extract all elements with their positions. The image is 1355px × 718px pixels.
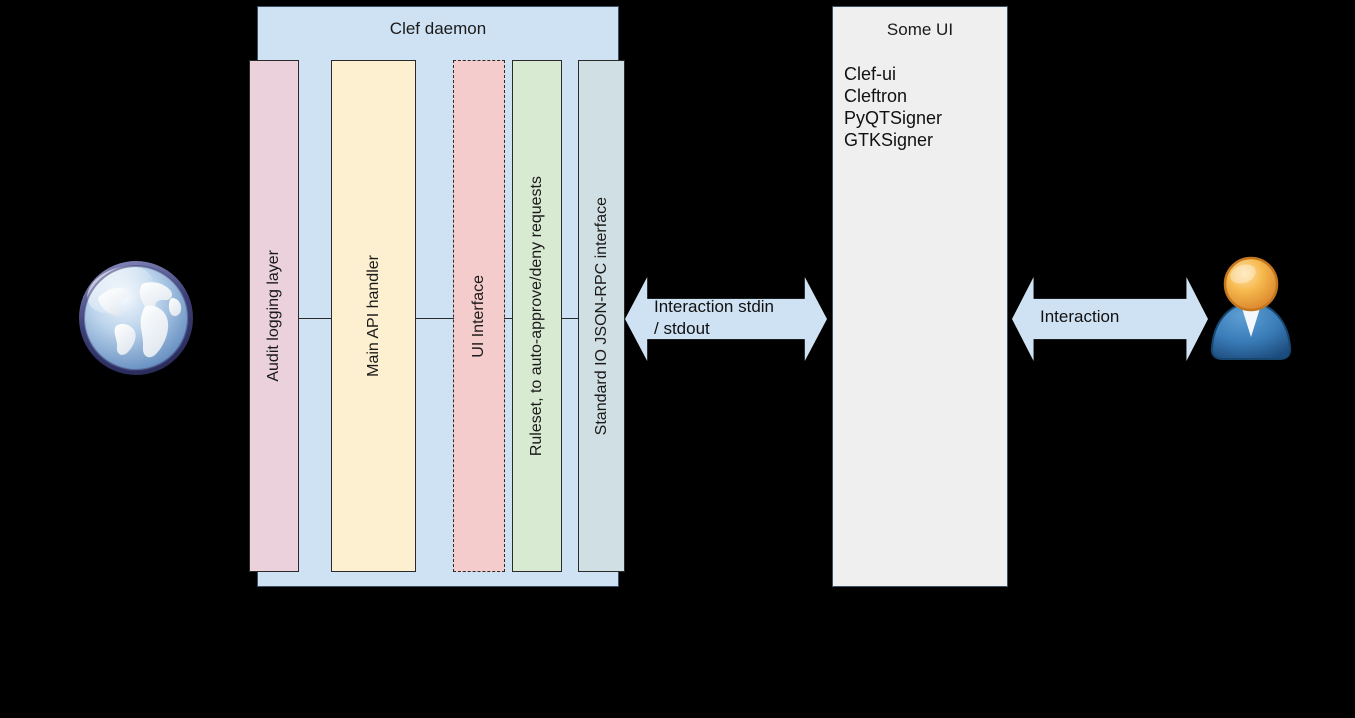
column-label-ruleset: Ruleset, to auto-approve/deny requests (528, 175, 545, 457)
connector-line-ui-interface-to-ruleset (504, 318, 513, 319)
stdio-arrow-label: Interaction stdin / stdout (654, 297, 775, 338)
column-main-api-handler[interactable]: Main API handler (331, 60, 416, 572)
clef-daemon-box (257, 6, 619, 587)
column-ruleset[interactable]: Ruleset, to auto-approve/deny requests (512, 60, 562, 572)
interaction-arrow-label: Interaction (1040, 307, 1120, 326)
some-ui-list: Clef-ui Cleftron PyQTSigner GTKSigner (844, 63, 942, 151)
some-ui-panel-title: Some UI (886, 20, 954, 39)
list-item: Cleftron (844, 86, 908, 106)
user-icon (1208, 253, 1294, 363)
list-item: GTKSigner (844, 130, 934, 150)
column-label-audit-logging-layer: Audit logging layer (265, 250, 282, 382)
connector-line-audit-to-api (299, 318, 332, 319)
column-standard-io-jsonrpc[interactable]: Standard IO JSON-RPC interface (578, 60, 625, 572)
column-ui-interface[interactable]: UI Interface (453, 60, 505, 572)
column-label-ui-interface: UI Interface (470, 274, 487, 358)
column-label-main-api-handler: Main API handler (364, 255, 382, 377)
column-audit-logging-layer[interactable]: Audit logging layer (249, 60, 299, 572)
column-label-standard-io-jsonrpc: Standard IO JSON-RPC interface (592, 196, 610, 436)
some-ui-panel (832, 6, 1008, 587)
list-item: Clef-ui (844, 64, 897, 84)
list-item: PyQTSigner (844, 108, 943, 128)
globe-icon (72, 254, 200, 382)
connector-line-api-to-ui-interface (415, 318, 454, 319)
clef-daemon-title: Clef daemon (389, 19, 487, 38)
connector-line-ruleset-to-stdio (561, 318, 579, 319)
